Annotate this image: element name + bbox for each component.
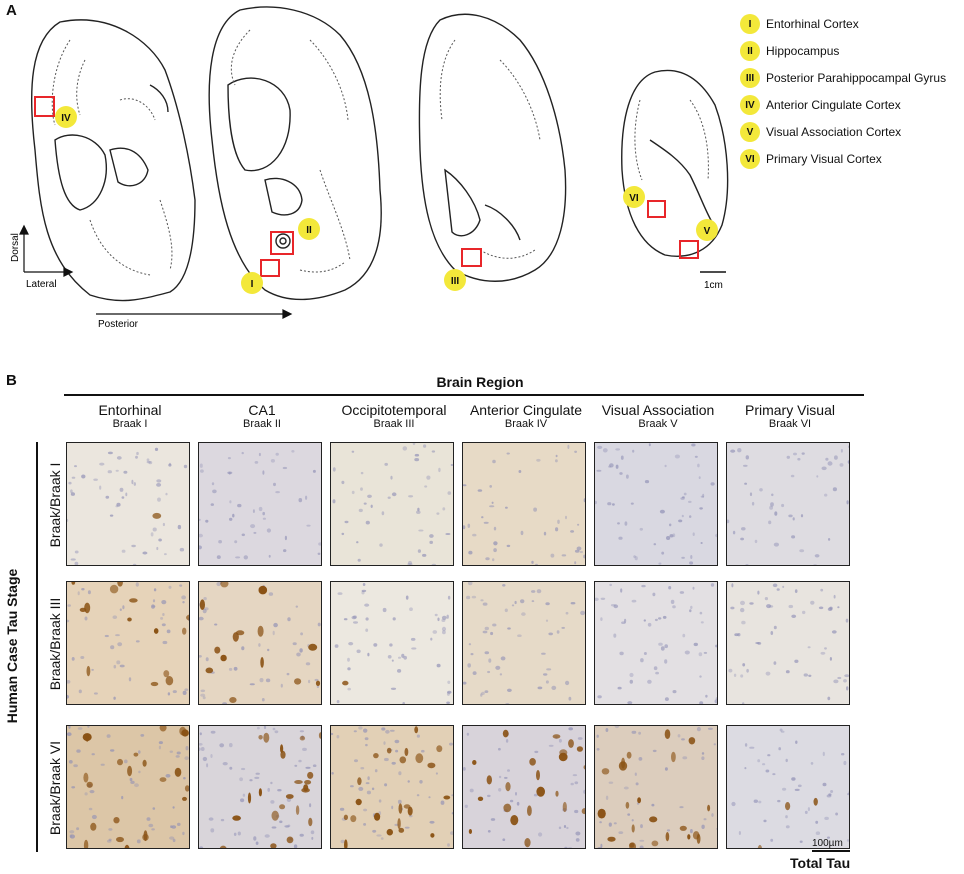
legend-label: Entorhinal Cortex — [766, 17, 859, 31]
histology-tile — [330, 725, 454, 849]
brain-section-1 — [30, 19, 196, 302]
row-label: Braak/Braak III — [47, 597, 63, 691]
column-braak-stage: Braak I — [112, 418, 148, 430]
marker-iv: IV — [61, 113, 71, 124]
marker-v: V — [704, 226, 711, 237]
legend-numeral-badge: III — [740, 68, 760, 88]
marker-iii: III — [451, 276, 460, 287]
histology-tile — [462, 725, 586, 849]
column-braak-stage: Braak III — [373, 418, 415, 430]
brain-section-3 — [418, 13, 567, 282]
brain-section-4 — [621, 69, 729, 257]
legend-numeral-badge: II — [740, 41, 760, 61]
column-braak-stage: Braak II — [243, 418, 281, 430]
panel-a-letter: A — [6, 2, 17, 19]
header-rule — [64, 394, 864, 396]
histology-tile — [462, 442, 586, 566]
column-region-name: Anterior Cingulate — [469, 402, 583, 418]
marker-vi: VI — [629, 193, 639, 204]
dorsal-label: Dorsal — [10, 233, 21, 262]
legend-item: V Visual Association Cortex — [740, 122, 901, 142]
row-axis-rule — [36, 442, 38, 852]
histology-tile — [330, 581, 454, 705]
coronal-brain-sections: IV II I III VI V Dorsal Lateral Posterio… — [10, 6, 729, 330]
histology-tile — [594, 581, 718, 705]
histology-tile — [726, 442, 850, 566]
column-region-name: Primary Visual — [745, 402, 835, 418]
lateral-label: Lateral — [26, 279, 57, 290]
column-region-name: Entorhinal — [98, 402, 162, 418]
column-braak-stage: Braak VI — [768, 418, 812, 430]
column-braak-stage: Braak IV — [504, 418, 548, 430]
column-region-name: Occipitotemporal — [341, 402, 447, 418]
marker-i: I — [251, 279, 254, 290]
histology-tile — [198, 581, 322, 705]
row-label: Braak/Braak VI — [47, 740, 63, 836]
legend-numeral-badge: VI — [740, 149, 760, 169]
legend-numeral-badge: V — [740, 122, 760, 142]
histology-tile — [330, 442, 454, 566]
legend-numeral-badge: I — [740, 14, 760, 34]
legend-item: VI Primary Visual Cortex — [740, 149, 882, 169]
column-region-name: CA1 — [248, 402, 276, 418]
histology-tile — [594, 725, 718, 849]
column-region-name: Visual Association — [601, 402, 715, 418]
legend-label: Visual Association Cortex — [766, 125, 902, 139]
total-tau-label: Total Tau — [790, 855, 851, 871]
legend-item: III Posterior Parahippocampal Gyrus — [740, 68, 946, 88]
histology-tile — [594, 442, 718, 566]
posterior-label: Posterior — [98, 319, 139, 330]
legend-numeral-badge: IV — [740, 95, 760, 115]
panel-b-letter: B — [6, 372, 17, 389]
micro-scale-bar — [812, 850, 850, 852]
histology-tile — [66, 725, 190, 849]
legend-label: Posterior Parahippocampal Gyrus — [766, 71, 947, 85]
brain-section-2 — [208, 6, 382, 301]
micro-scale-label: 100µm — [812, 838, 843, 849]
legend-item: I Entorhinal Cortex — [740, 14, 859, 34]
tau-stage-title: Human Case Tau Stage — [4, 568, 20, 724]
legend-item: II Hippocampus — [740, 41, 839, 61]
legend-label: Anterior Cingulate Cortex — [766, 98, 901, 112]
row-label: Braak/Braak I — [47, 462, 63, 548]
legend-label: Primary Visual Cortex — [766, 152, 882, 166]
legend-item: IV Anterior Cingulate Cortex — [740, 95, 901, 115]
histology-tile — [198, 442, 322, 566]
histology-tile — [66, 442, 190, 566]
marker-ii: II — [306, 225, 312, 236]
histology-tile — [198, 725, 322, 849]
scale-bar-label: 1cm — [704, 280, 723, 291]
legend-label: Hippocampus — [766, 44, 840, 58]
histology-tile — [66, 581, 190, 705]
brain-region-header: Brain Region — [436, 374, 524, 390]
column-braak-stage: Braak V — [638, 418, 678, 430]
histology-tile — [726, 725, 850, 849]
histology-tile — [462, 581, 586, 705]
histology-tile — [726, 581, 850, 705]
